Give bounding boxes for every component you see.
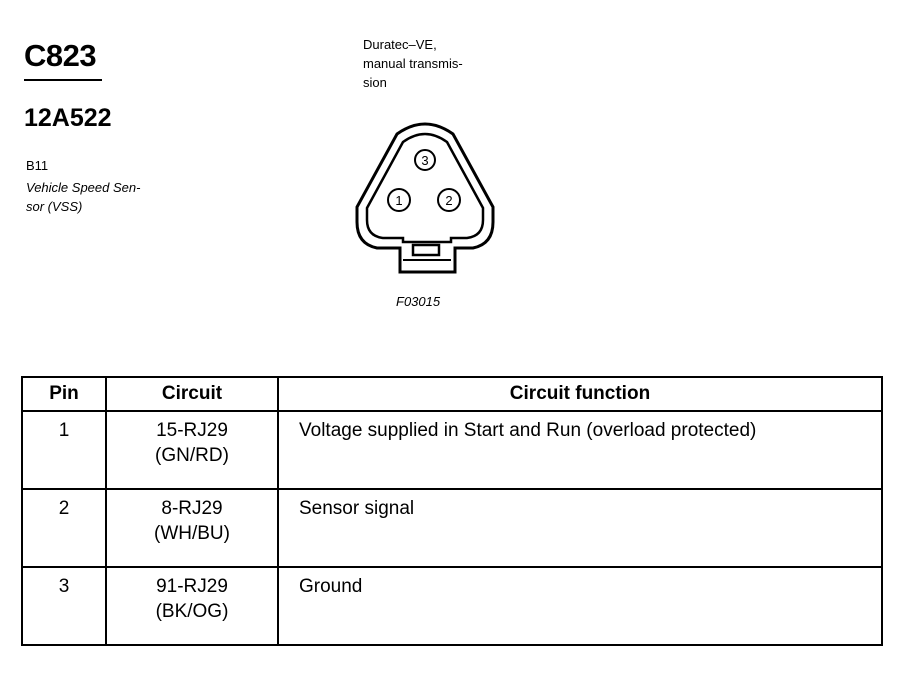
row-circuit: 91-RJ29 (BK/OG) bbox=[105, 566, 279, 646]
pin-3-label: 3 bbox=[421, 153, 428, 168]
component-name: Vehicle Speed Sen- sor (VSS) bbox=[26, 178, 140, 216]
pin-1-label: 1 bbox=[395, 193, 402, 208]
header-circuit-function: Circuit function bbox=[277, 376, 883, 412]
pin-2-label: 2 bbox=[445, 193, 452, 208]
circuit-number: 91-RJ29 bbox=[156, 576, 228, 597]
header-pin: Pin bbox=[21, 376, 107, 412]
circuit-number: 15-RJ29 bbox=[156, 420, 228, 441]
variant-line3: sion bbox=[363, 75, 387, 90]
part-number: 12A522 bbox=[24, 104, 112, 132]
connector-housing-outer bbox=[355, 122, 495, 274]
component-name-line2: sor (VSS) bbox=[26, 199, 83, 214]
row-circuit: 8-RJ29 (WH/BU) bbox=[105, 488, 279, 568]
pin-2-circle bbox=[437, 188, 461, 212]
connector-latch bbox=[411, 243, 441, 257]
figure-code: F03015 bbox=[396, 294, 441, 309]
pin-3-circle bbox=[414, 149, 436, 171]
row-function: Ground bbox=[277, 566, 883, 646]
circuit-color: (WH/BU) bbox=[154, 523, 230, 544]
row-pin: 2 bbox=[21, 488, 107, 568]
row-pin: 3 bbox=[21, 566, 107, 646]
table-header-row: Pin Circuit Circuit function bbox=[21, 376, 883, 412]
connector-housing-inner bbox=[365, 132, 485, 244]
pin-assignment-table: Pin Circuit Circuit function 1 15-RJ29 (… bbox=[21, 376, 883, 646]
table-row: 2 8-RJ29 (WH/BU) Sensor signal bbox=[21, 488, 883, 568]
circuit-number: 8-RJ29 bbox=[161, 498, 223, 519]
row-function: Voltage supplied in Start and Run (overl… bbox=[277, 410, 883, 490]
pin-1-circle bbox=[387, 188, 411, 212]
variant-line1: Duratec–VE, bbox=[363, 37, 437, 52]
circuit-color: (BK/OG) bbox=[155, 601, 229, 622]
row-circuit: 15-RJ29 (GN/RD) bbox=[105, 410, 279, 490]
header-circuit: Circuit bbox=[105, 376, 279, 412]
row-pin: 1 bbox=[21, 410, 107, 490]
title-underline bbox=[24, 79, 102, 81]
variant-line2: manual transmis- bbox=[363, 56, 463, 71]
table-row: 1 15-RJ29 (GN/RD) Voltage supplied in St… bbox=[21, 410, 883, 490]
connector-face-drawing: 3 1 2 bbox=[355, 122, 495, 274]
component-code: B11 bbox=[26, 158, 49, 173]
circuit-color: (GN/RD) bbox=[155, 445, 229, 466]
row-function: Sensor signal bbox=[277, 488, 883, 568]
variant-label: Duratec–VE, manual transmis- sion bbox=[363, 35, 463, 92]
component-name-line1: Vehicle Speed Sen- bbox=[26, 180, 141, 195]
table-row: 3 91-RJ29 (BK/OG) Ground bbox=[21, 566, 883, 646]
connector-id: C823 bbox=[24, 38, 97, 73]
